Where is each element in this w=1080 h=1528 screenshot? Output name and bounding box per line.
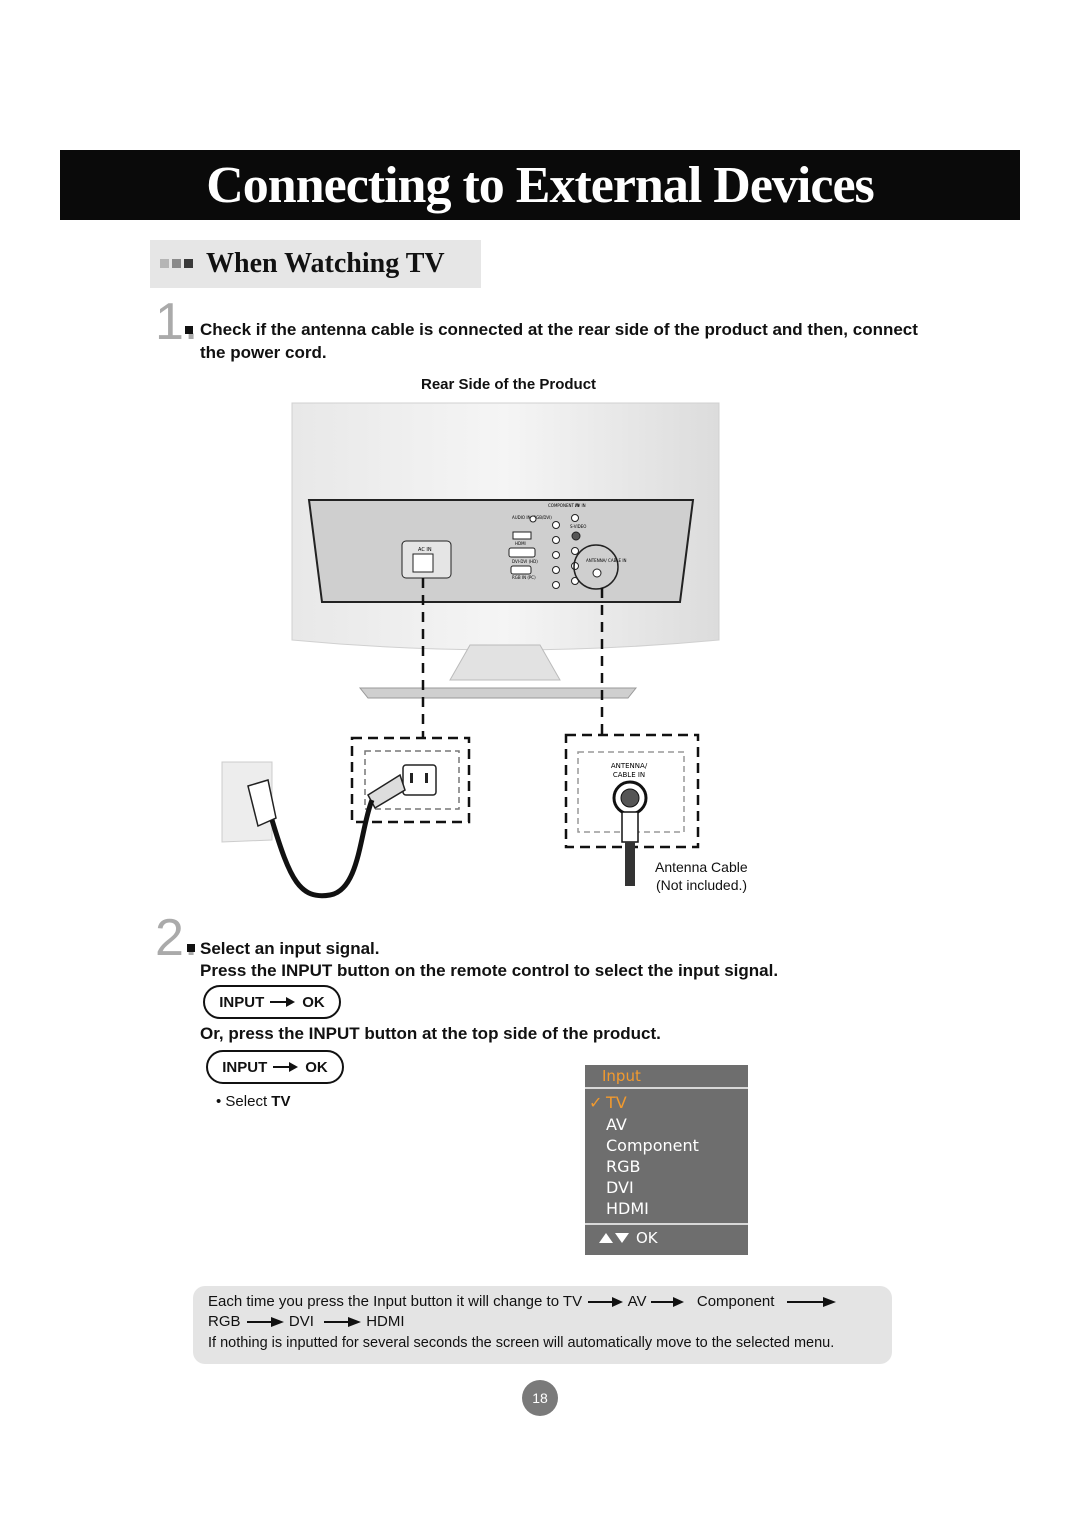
step2-line1: Select an input signal. [200,939,380,958]
section-title: When Watching TV [206,248,445,279]
arrow-right-icon [246,1317,284,1328]
rear-side-caption: Rear Side of the Product [421,376,597,393]
connection-illustration: AC IN COMPONENT IN AV IN AUDIO IN (RGB/D… [221,402,720,899]
antenna-zoom-label-2: CABLE IN [613,771,645,779]
ac-in-socket [412,553,434,573]
note-seq-av: AV [627,1293,647,1310]
step2-line2: Press the INPUT button on the remote con… [200,961,779,980]
note-seq-component: Component [696,1293,775,1310]
pill-input-label: INPUT [219,993,265,1011]
antenna-cable-note: (Not included.) [656,877,748,893]
note-line2: RGB DVI HDMI [208,1313,405,1330]
antenna-zoom-inner [577,751,685,833]
av-in-label: AV IN [575,503,586,508]
page-title: Connecting to External Devices [206,156,875,214]
note-seq-hdmi: HDMI [366,1313,405,1330]
step2-line3: Or, press the INPUT button at the top si… [200,1024,661,1043]
antenna-port [592,568,602,578]
power-socket [402,764,437,796]
antenna-highlight-circle [573,544,619,590]
osd-item-av[interactable]: AV [606,1115,627,1134]
rgb-label: RGB IN (PC) [512,575,536,580]
select-value: TV [271,1093,291,1110]
svideo-label: S-VIDEO [570,524,586,529]
arrow-right-icon [273,1062,299,1072]
select-prefix: • Select [216,1093,272,1110]
osd-item-hdmi[interactable]: HDMI [606,1199,649,1218]
osd-header-label: Input [602,1067,641,1085]
osd-item-dvi[interactable]: DVI [606,1178,634,1197]
pill-ok-label: OK [302,993,325,1011]
arrow-right-icon [324,1317,362,1328]
osd-header: Input [585,1065,748,1089]
audio-in-port [529,515,537,523]
power-zoom-box [350,736,471,824]
component-label: COMPONENT IN [548,503,579,508]
arrow-right-icon [786,1297,836,1308]
osd-item-tv[interactable]: TV [606,1093,627,1112]
power-cord [269,799,375,899]
tv-stand-base [358,687,638,699]
arrow-right-icon [588,1297,624,1308]
arrow-right-icon [650,1297,684,1308]
up-down-arrows-icon [599,1233,629,1243]
wall-plug [247,779,277,828]
step1-bullet [185,326,193,334]
step2-number: 2. [155,909,199,967]
step1-line2: the power cord. [200,343,327,362]
ac-in-label: AC IN [418,547,432,553]
step2-bullet [187,944,195,952]
osd-footer: OK [585,1223,748,1257]
dvi-label: DVI-DVI (HD) [512,559,538,564]
section-squares-icon [160,255,196,273]
hdmi-port [512,531,532,540]
antenna-panel-label: ANTENNA/ CABLE IN [586,558,627,563]
select-tv-instruction: • Select TV [216,1093,290,1110]
antenna-zoom-label-1: ANTENNA/ [611,762,648,770]
page-title-bar: Connecting to External Devices [60,150,1020,220]
step1-line1: Check if the antenna cable is connected … [200,320,918,339]
note-line3: If nothing is inputted for several secon… [208,1335,835,1351]
note-seq-dvi: DVI [288,1313,314,1330]
power-plug [367,773,406,810]
rgb-port [510,565,532,575]
page-number: 18 [522,1380,558,1416]
check-icon: ✓ [589,1093,603,1112]
note-prefix: Each time you press the Input button it … [208,1293,583,1310]
power-zoom-inner [364,750,460,810]
note-line1: Each time you press the Input button it … [208,1293,837,1310]
dvi-port [508,547,536,558]
input-ok-pill-remote: INPUT OK [203,985,341,1019]
osd-ok-label: OK [636,1229,658,1247]
note-box: Each time you press the Input button it … [193,1286,892,1364]
tv-stand-neck [449,644,561,681]
input-osd-menu: Input ✓ TV AV Component RGB DVI HDMI OK [585,1065,748,1255]
note-seq-rgb: RGB [208,1313,241,1330]
component-ports [552,514,579,589]
osd-item-rgb[interactable]: RGB [606,1157,641,1176]
pill-input-label: INPUT [222,1058,268,1076]
step1-number: 1. [155,293,199,351]
osd-item-component[interactable]: Component [606,1136,699,1155]
rear-panel [307,499,695,603]
input-ok-pill-product: INPUT OK [206,1050,344,1084]
pill-ok-label: OK [305,1058,328,1076]
section-heading: When Watching TV [150,240,481,288]
antenna-connector [621,811,639,843]
antenna-cable-label: Antenna Cable [655,859,748,875]
hdmi-label: HDMI [515,541,526,546]
arrow-right-icon [270,997,296,1007]
antenna-cable [625,842,635,886]
svideo-port [571,531,581,541]
